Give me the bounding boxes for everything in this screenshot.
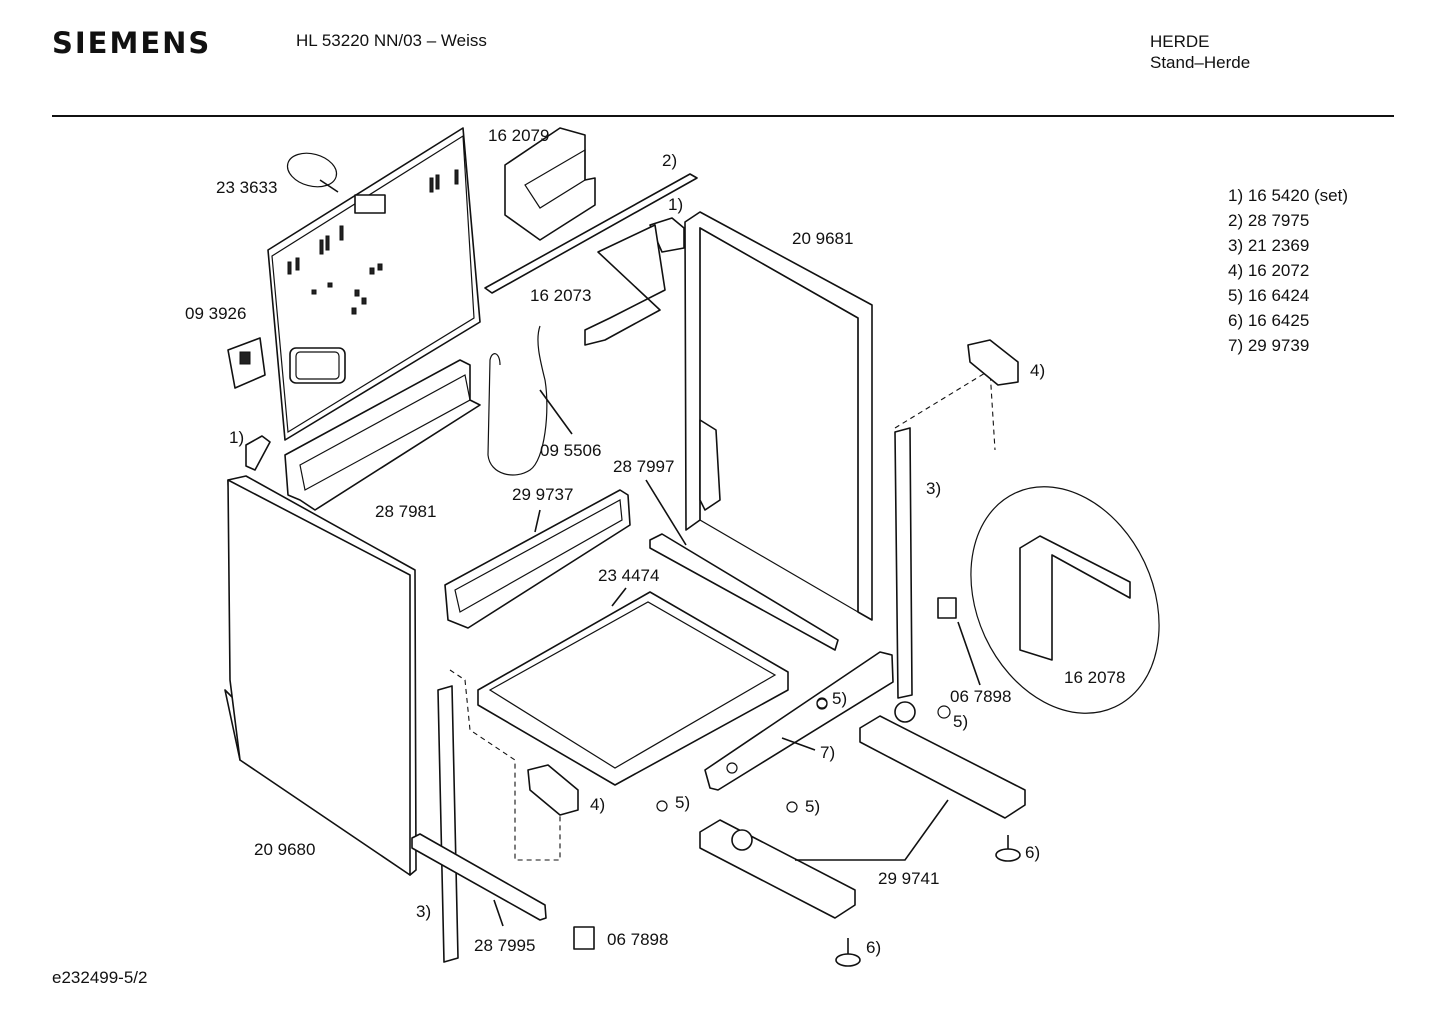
part-label: 06 7898 — [950, 687, 1011, 706]
part-label: 5) — [953, 712, 968, 731]
leader-line — [957, 621, 981, 686]
part-label: 5) — [675, 793, 690, 812]
category-label: HERDE — [1150, 32, 1210, 51]
part-label: 1) — [229, 428, 244, 447]
leveling-foot — [835, 938, 861, 967]
part-label: 29 9741 — [878, 869, 939, 888]
leader-line — [493, 899, 504, 927]
leveling-rail-left — [699, 819, 856, 919]
part-label: 1) — [668, 195, 683, 214]
part-label: 16 2079 — [488, 126, 549, 145]
left-side-panel — [224, 475, 417, 876]
part-label: 16 2078 — [1064, 668, 1125, 687]
grommet — [656, 800, 668, 812]
left-strip — [437, 685, 459, 963]
part-label: 23 3633 — [216, 178, 277, 197]
part-label: 20 9681 — [792, 229, 853, 248]
base-frame — [477, 591, 789, 786]
part-label: 4) — [590, 795, 605, 814]
part-label: 28 7981 — [375, 502, 436, 521]
part-label: 5) — [805, 797, 820, 816]
part-label: 6) — [866, 938, 881, 957]
part-label: 28 7997 — [613, 457, 674, 476]
subcategory-label: Stand–Herde — [1150, 53, 1251, 72]
part-label: 3) — [416, 902, 431, 921]
dashed-guide — [449, 669, 561, 861]
legend-item: 6) 16 6425 — [1228, 311, 1310, 330]
leader-line — [795, 799, 949, 861]
part-label: 7) — [820, 743, 835, 762]
part-label: 6) — [1025, 843, 1040, 862]
part-label: 09 5506 — [540, 441, 601, 460]
parts-legend: 1) 16 5420 (set) 2) 28 7975 3) 21 2369 4… — [1228, 186, 1348, 361]
cable-harness — [487, 325, 548, 476]
part-label: 23 4474 — [598, 566, 659, 585]
legend-item: 7) 29 9739 — [1228, 336, 1310, 355]
part-label: 16 2073 — [530, 286, 591, 305]
header-divider — [52, 115, 1394, 117]
part-label: 28 7995 — [474, 936, 535, 955]
leader-line — [319, 179, 339, 193]
cable-cover — [504, 127, 596, 241]
part-label: 3) — [926, 479, 941, 498]
side-frame — [684, 211, 873, 621]
grommet — [816, 698, 828, 710]
part-label: 06 7898 — [607, 930, 668, 949]
part-label: 09 3926 — [185, 304, 246, 323]
leader-line — [645, 479, 687, 546]
leader-line — [534, 509, 541, 533]
grommet — [786, 801, 798, 813]
leader-line — [781, 737, 816, 751]
brand-logo: SIEMENS — [52, 26, 212, 60]
part-label: 2) — [662, 151, 677, 170]
small-clip — [937, 597, 957, 619]
cross-bar — [444, 489, 631, 629]
part-label: 29 9737 — [512, 485, 573, 504]
clip-left — [527, 764, 579, 816]
right-strip — [894, 427, 913, 699]
legend-item: 2) 28 7975 — [1228, 211, 1310, 230]
legend-item: 3) 21 2369 — [1228, 236, 1310, 255]
part-label: 4) — [1030, 361, 1045, 380]
part-label: 20 9680 — [254, 840, 315, 859]
model-title: HL 53220 NN/03 – Weiss — [296, 31, 487, 50]
leader-line — [611, 587, 627, 607]
mounting-bracket — [584, 224, 666, 346]
leveling-foot — [995, 835, 1021, 862]
side-rail — [649, 533, 839, 651]
grommet — [937, 705, 951, 719]
leveling-rail-right — [859, 701, 1026, 819]
back-panel — [267, 127, 481, 441]
part-label: 5) — [832, 689, 847, 708]
top-rail — [484, 173, 698, 294]
terminal-block — [227, 337, 266, 389]
legend-item: 4) 16 2072 — [1228, 261, 1310, 280]
lower-panel — [284, 359, 481, 511]
leader-line — [539, 389, 573, 435]
round-gasket — [286, 152, 338, 188]
small-clip — [573, 926, 595, 950]
hinge-left — [245, 435, 271, 471]
clip-right — [967, 339, 1019, 386]
legend-item: 1) 16 5420 (set) — [1228, 186, 1349, 205]
category-block: HERDE Stand–Herde — [1150, 31, 1250, 73]
legend-item: 5) 16 6424 — [1228, 286, 1310, 305]
detail-inset — [970, 486, 1160, 714]
document-id: e232499-5/2 — [52, 968, 148, 987]
bottom-rail — [411, 833, 547, 921]
